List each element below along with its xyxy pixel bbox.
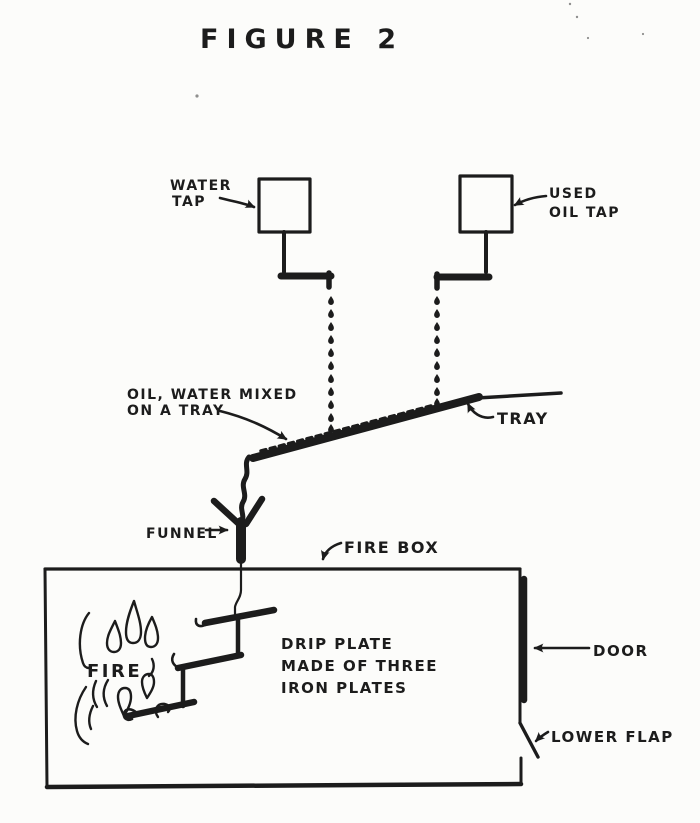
oil-drips xyxy=(434,296,440,408)
drip-plate-2-hook xyxy=(170,652,182,670)
lower-flap-label-text: LOWER FLAP xyxy=(551,728,674,746)
flame-crescent-bottom xyxy=(74,685,90,746)
fire-label: FIRE xyxy=(87,661,142,682)
flame-teardrop-1 xyxy=(105,619,123,654)
used-oil-tap-label-line2: OIL TAP xyxy=(549,205,620,221)
funnel-label: FUNNEL xyxy=(146,525,229,542)
oil-water-mixed-label-line1: OIL, WATER MIXED xyxy=(127,387,298,403)
used-oil-tap-label-line1: USED xyxy=(549,186,598,202)
funnel xyxy=(210,495,266,616)
tray xyxy=(249,391,563,462)
flame-lick-n2 xyxy=(102,678,110,708)
water-tap-arrow xyxy=(218,196,256,209)
water-tap-label: WATER TAP xyxy=(170,178,256,210)
water-drips xyxy=(328,296,334,434)
oil-water-mixed-label: OIL, WATER MIXED ON A TRAY xyxy=(127,387,298,441)
fire-flames xyxy=(74,599,171,746)
tray-label-text: TRAY xyxy=(497,409,549,428)
tray-drip-stream xyxy=(239,454,252,524)
used-oil-tap-label: USED OIL TAP xyxy=(513,186,620,221)
flame-teardrop-4 xyxy=(116,686,133,718)
drip-plates xyxy=(122,606,278,722)
used-oil-tap-box xyxy=(458,174,514,234)
water-tap xyxy=(257,177,335,290)
flame-teardrop-2 xyxy=(124,599,143,645)
flame-crescent-left xyxy=(78,611,91,670)
scan-specks xyxy=(195,2,645,98)
funnel-left-arm xyxy=(210,497,243,528)
drip-plate-label-line1: DRIP PLATE xyxy=(281,635,393,653)
flame-crescent-inner xyxy=(88,704,95,731)
water-tap-box xyxy=(257,177,312,234)
drip-plate-label-line3: IRON PLATES xyxy=(281,679,407,697)
drip-plate-1-hook xyxy=(194,617,209,628)
water-tap-label-line2: TAP xyxy=(172,194,206,210)
used-oil-tap xyxy=(433,174,514,291)
figure-title: FIGURE 2 xyxy=(200,24,404,55)
firebox-bottom-edge xyxy=(44,781,524,790)
funnel-label-text: FUNNEL xyxy=(146,526,218,542)
tray-label: TRAY xyxy=(466,402,549,428)
tray-arrow xyxy=(466,402,495,419)
flame-teardrop-3 xyxy=(143,615,160,649)
used-oil-tap-arrow xyxy=(513,194,548,207)
drip-plate-3 xyxy=(124,698,198,720)
drip-plate-2 xyxy=(174,651,245,672)
tray-surface xyxy=(249,393,483,462)
water-tap-label-line1: WATER xyxy=(170,178,232,194)
tray-rim xyxy=(475,391,563,400)
oil-water-mixed-label-line2: ON A TRAY xyxy=(127,403,225,419)
tray-liquid-texture xyxy=(259,404,433,453)
fire-box-label-text: FIRE BOX xyxy=(344,538,439,557)
funnel-right-arm xyxy=(242,495,266,528)
drip-plate-label: DRIP PLATE MADE OF THREE IRON PLATES xyxy=(281,635,438,697)
flame-swoosh xyxy=(154,702,171,719)
lower-flap-arrow xyxy=(534,730,550,743)
fire-box-label: FIRE BOX xyxy=(321,538,439,561)
firebox-left-edge xyxy=(43,567,49,789)
flame-lick-n1 xyxy=(91,679,99,709)
fire-box-arrow xyxy=(321,541,343,561)
door-label: DOOR xyxy=(533,642,649,660)
lower-flap-line xyxy=(518,721,540,759)
lower-flap-label: LOWER FLAP xyxy=(534,728,674,746)
drip-plate-label-line2: MADE OF THREE xyxy=(281,657,438,675)
door-label-text: DOOR xyxy=(593,642,649,660)
oil-water-mixed-arrow xyxy=(218,409,288,441)
flame-teardrop-5 xyxy=(140,672,156,700)
fire-box xyxy=(43,567,540,790)
funnel-feed-pipe xyxy=(233,555,243,616)
